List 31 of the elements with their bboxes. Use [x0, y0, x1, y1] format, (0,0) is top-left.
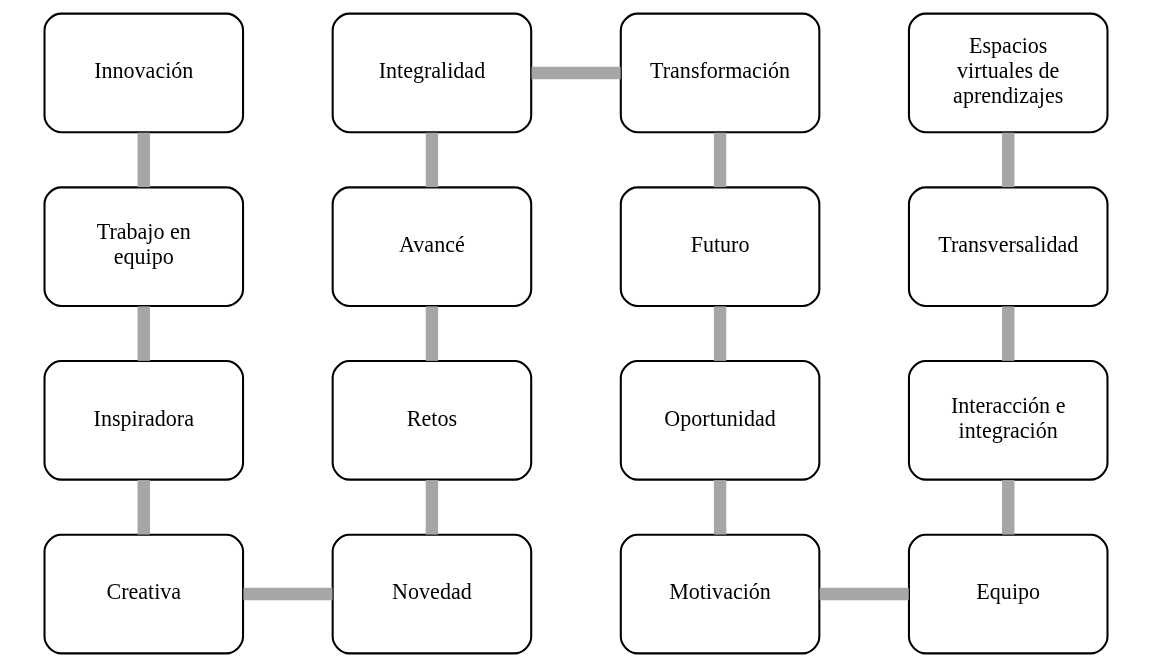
connector: [425, 132, 439, 188]
node-box: Oportunidad: [619, 360, 821, 481]
node-box: Interacción e integración: [907, 360, 1109, 481]
node-box: Transformación: [619, 12, 821, 134]
connector: [713, 480, 727, 535]
connector: [137, 132, 150, 188]
connector: [243, 587, 333, 601]
connector: [531, 66, 621, 80]
node-box: Trabajo en equipo: [43, 186, 245, 307]
node-box: Equipo: [907, 533, 1109, 655]
connector: [1002, 306, 1015, 361]
node-box: Futuro: [619, 186, 821, 307]
connector: [137, 306, 150, 361]
node-box: Avancé: [331, 186, 533, 307]
node-box: Innovación: [43, 12, 245, 134]
connector: [819, 587, 909, 601]
connector: [137, 480, 150, 535]
node-box: Creativa: [43, 533, 245, 655]
connector: [1002, 480, 1015, 535]
node-box: Transversalidad: [907, 186, 1109, 307]
node-box: Novedad: [331, 533, 533, 655]
connector: [425, 306, 439, 361]
node-box: Inspiradora: [43, 360, 245, 481]
connector: [713, 132, 727, 188]
node-box: Retos: [331, 360, 533, 481]
connector: [425, 480, 439, 535]
node-box: Motivación: [619, 533, 821, 655]
node-box: Integralidad: [331, 12, 533, 134]
node-box: Espacios virtuales de aprendizajes: [907, 12, 1109, 134]
connector: [1002, 132, 1015, 188]
connector: [713, 306, 727, 361]
